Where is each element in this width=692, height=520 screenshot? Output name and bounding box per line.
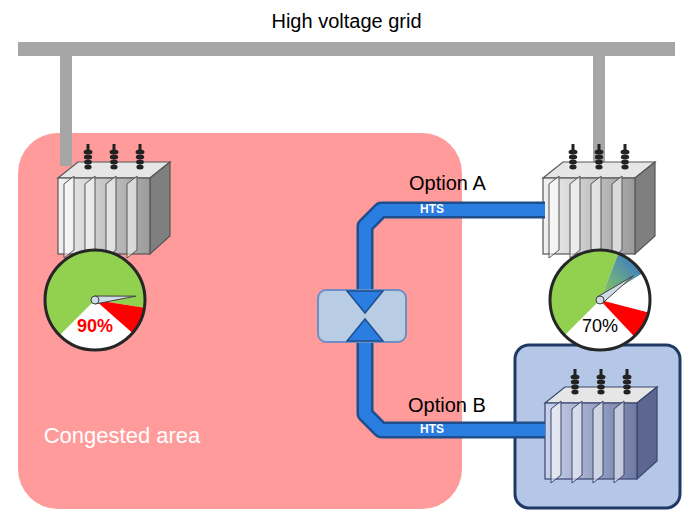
grid-bar: High voltage grid (18, 0, 675, 56)
transformer-icon (543, 144, 655, 258)
grid-post (60, 54, 72, 166)
area-label-box: Congested area (37, 423, 207, 449)
congested-area: Congested area 90% (18, 133, 462, 509)
cable-label-box: HTS (420, 203, 444, 216)
grid-post (593, 54, 605, 162)
area-label: Congested area (37, 423, 207, 449)
cable-label: HTS (420, 203, 444, 216)
load-gauge: 90% (43, 248, 147, 352)
grid-line (18, 42, 675, 56)
option-label-box: Option B (408, 394, 486, 416)
switch-box (318, 290, 406, 342)
transformer-icon (545, 369, 657, 483)
hts-cable-core (365, 210, 545, 292)
option-label: Option A (409, 172, 486, 194)
cable-label: HTS (420, 423, 444, 436)
gauge-dial (548, 248, 652, 352)
transformer-icon (58, 144, 170, 258)
load-gauge: 70% (548, 248, 652, 352)
hts-cable-core (365, 340, 545, 430)
gauge-needle (95, 296, 136, 304)
gauge-dial (43, 248, 147, 352)
grid-title: High voltage grid (18, 0, 675, 33)
congested-area-shape (18, 133, 462, 509)
option-label: Option B (408, 394, 486, 416)
load-value: 90% (43, 248, 147, 337)
option-label-box: Option A (409, 172, 486, 194)
hts-cable (365, 210, 545, 292)
hts-cable (365, 340, 545, 430)
arrow-head (347, 319, 383, 341)
load-value: 70% (548, 248, 652, 337)
arrow-head (347, 291, 383, 313)
cable-label-box: HTS (420, 423, 444, 436)
